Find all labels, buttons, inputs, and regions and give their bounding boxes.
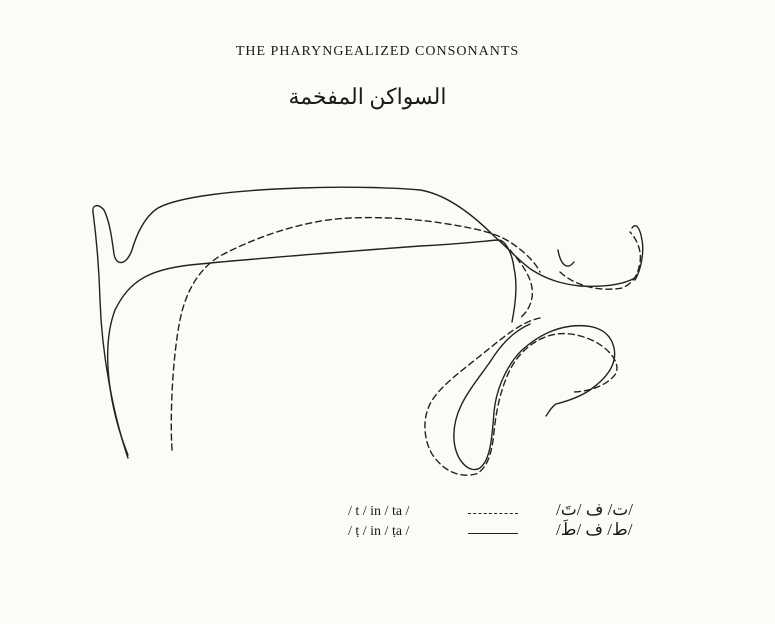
palate-contour-dashed: [171, 218, 540, 450]
legend: / t / in / ta / /ت/ ف /تَ/ / ṭ / in / ṭa…: [348, 504, 688, 544]
legend-row-dashed: / t / in / ta / /ت/ ف /تَ/: [348, 504, 688, 524]
lower-jaw-contour-dashed: [425, 318, 617, 475]
tongue-contour-dashed: [510, 250, 532, 318]
legend-label: / t / in / ta /: [348, 504, 409, 520]
lower-jaw-contour-solid: [454, 324, 615, 470]
palate-contour-solid: [93, 187, 635, 458]
teeth-contour-solid: [632, 226, 643, 280]
legend-arabic-label: /ط/ ف /طَ/: [556, 520, 632, 540]
dashed-line-swatch: [468, 513, 518, 514]
legend-label: / ṭ / in / ṭa /: [348, 524, 409, 540]
legend-arabic-label: /ت/ ف /تَ/: [556, 500, 633, 520]
solid-line-swatch: [468, 533, 518, 534]
legend-row-solid: / ṭ / in / ṭa / /ط/ ف /طَ/: [348, 524, 688, 544]
tongue-tip-solid: [558, 250, 574, 266]
